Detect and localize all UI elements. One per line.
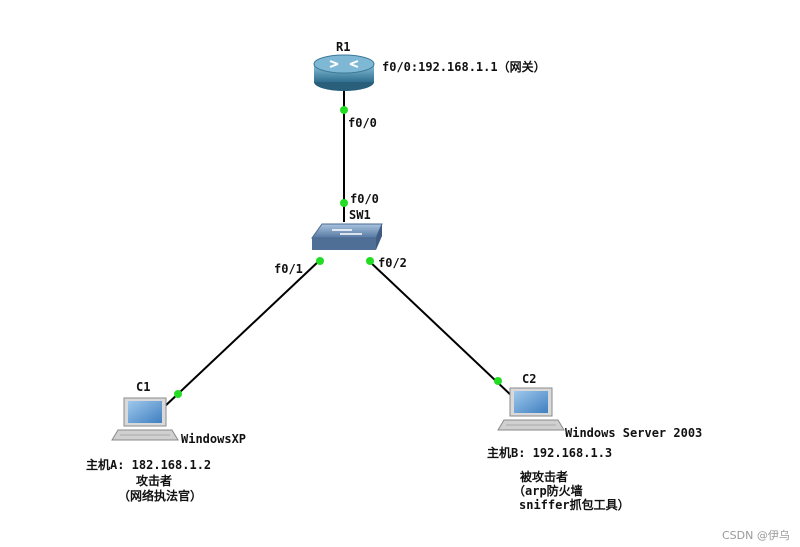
c1-role: 攻击者 — [136, 474, 173, 488]
port-dot — [174, 390, 182, 398]
port-dot — [340, 106, 348, 114]
link-sw1-c2 — [367, 259, 515, 399]
c2-role: 被攻击者 — [520, 470, 569, 484]
link-sw1-c1 — [162, 259, 321, 409]
watermark: CSDN @伊乌 — [722, 529, 790, 542]
computer-icon[interactable] — [111, 397, 179, 441]
switch-name: SW1 — [349, 208, 371, 222]
switch-icon[interactable] — [311, 223, 383, 250]
c2-role-detail: （arp防火墙 — [513, 484, 583, 498]
c2-role-detail2: sniffer抓包工具） — [519, 498, 630, 512]
port-label-sw1-up: f0/0 — [350, 192, 379, 206]
router-name: R1 — [336, 40, 351, 54]
port-label-sw1-c1: f0/1 — [274, 262, 303, 276]
port-label-r1: f0/0 — [348, 116, 377, 130]
c2-ip: 主机B: 192.168.1.3 — [487, 446, 613, 460]
c1-ip: 主机A: 182.168.1.2 — [86, 458, 212, 472]
port-dot — [366, 257, 374, 265]
router-info: f0/0:192.168.1.1（网关） — [382, 60, 546, 74]
c1-role-detail: （网络执法官） — [118, 489, 203, 503]
port-dot — [316, 257, 324, 265]
c2-name: C2 — [522, 372, 537, 386]
router-icon[interactable] — [313, 54, 375, 91]
c1-os: WindowsXP — [181, 432, 247, 446]
c1-name: C1 — [136, 380, 151, 394]
port-dot — [494, 377, 502, 385]
c2-os: Windows Server 2003 — [565, 426, 703, 440]
computer-icon[interactable] — [497, 387, 565, 431]
port-dot — [340, 199, 348, 207]
port-label-sw1-c2: f0/2 — [378, 256, 407, 270]
